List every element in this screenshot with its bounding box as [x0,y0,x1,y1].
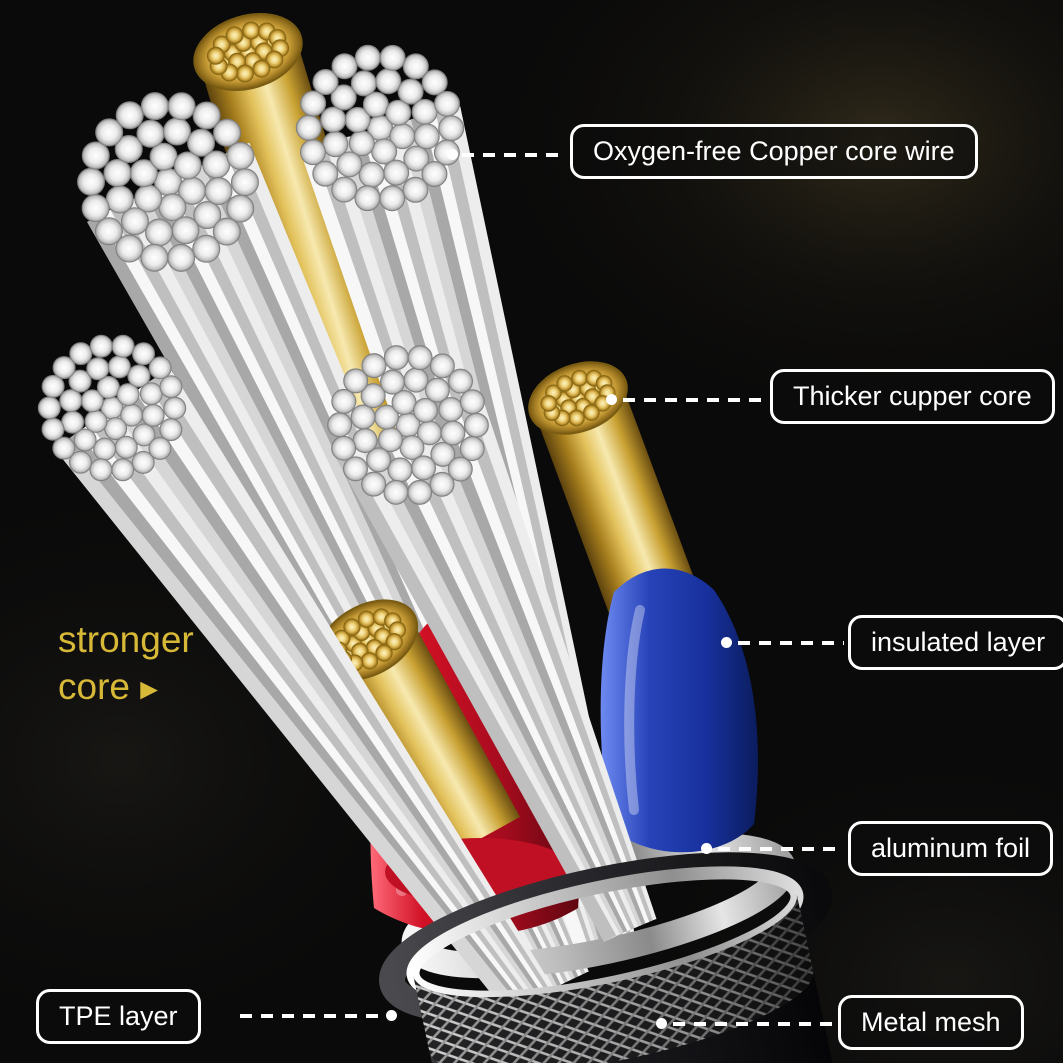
stronger-core-line2: core [58,666,130,708]
label-thicker-copper-core: Thicker cupper core [770,369,1055,424]
leader-line-copper-core [462,153,566,157]
leader-line-insulated-layer [738,641,844,645]
leader-dot-aluminum-foil [701,843,712,854]
leader-line-metal-mesh [673,1022,834,1026]
label-metal-mesh: Metal mesh [838,995,1024,1050]
stronger-core-line1: stronger [58,619,194,660]
leader-dot-insulated-layer [721,637,732,648]
label-insulated-layer: insulated layer [848,615,1063,670]
label-aluminum-foil: aluminum foil [848,821,1054,876]
label-tpe-layer: TPE layer [36,989,201,1044]
leader-dot-copper-core [447,149,458,160]
stronger-core-callout: stronger core ▶ [58,616,194,711]
leader-line-tpe-layer [240,1014,382,1018]
leader-dot-thicker-core [606,394,617,405]
arrow-right-icon: ▶ [140,676,158,703]
leader-line-thicker-core [623,398,766,402]
leader-dot-metal-mesh [656,1018,667,1029]
label-copper-core-wire: Oxygen-free Copper core wire [570,124,978,179]
leader-dot-tpe-layer [386,1010,397,1021]
leader-line-aluminum-foil [718,847,844,851]
